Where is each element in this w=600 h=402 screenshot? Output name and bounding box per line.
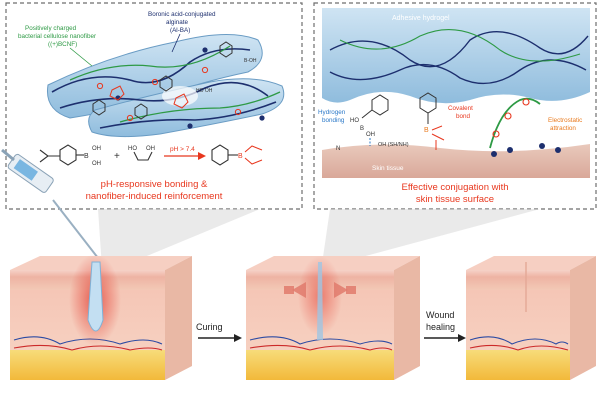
svg-text:B-OH: B-OH bbox=[244, 58, 257, 64]
curing-step: Curing bbox=[196, 322, 242, 342]
syringe-icon bbox=[1, 148, 99, 259]
right-caption-line2: skin tissue surface bbox=[416, 194, 494, 205]
label-bcnf-line1: Positively charged bbox=[25, 25, 77, 32]
label-covalent-line2: bond bbox=[456, 113, 471, 120]
label-hydrogel: Adhesive hydrogel bbox=[392, 15, 450, 22]
svg-text:HO OH: HO OH bbox=[196, 88, 213, 94]
step-curing: Curing bbox=[196, 322, 223, 332]
svg-text:N: N bbox=[336, 146, 340, 152]
svg-text:OH: OH bbox=[366, 132, 375, 138]
boronic-oh2: OH bbox=[92, 161, 101, 167]
zoom-cone-left bbox=[98, 209, 260, 268]
boronic-b: B bbox=[84, 153, 89, 160]
right-caption-line1: Effective conjugation with bbox=[401, 182, 508, 193]
label-hydrogen-line2: bonding bbox=[322, 117, 345, 124]
svg-text:B: B bbox=[360, 126, 364, 132]
svg-text:HO: HO bbox=[350, 118, 359, 124]
healing-step: Wound healing bbox=[424, 310, 466, 342]
left-caption-line2: nanofiber-induced reinforcement bbox=[86, 191, 223, 202]
plus-sign: + bbox=[114, 151, 120, 162]
skin-block-injection bbox=[10, 254, 192, 380]
compress-arrow-left-icon bbox=[292, 282, 306, 298]
label-electrostatic-line2: attraction bbox=[550, 125, 576, 132]
reaction-scheme: B OH OH + HO OH pH > 7.4 B bbox=[39, 144, 263, 167]
svg-text:B: B bbox=[238, 153, 243, 160]
right-panel: Adhesive hydrogel Skin tissue HO B OH OH… bbox=[313, 2, 597, 210]
reaction-condition: pH > 7.4 bbox=[170, 146, 195, 153]
label-alginate-line3: (Al-BA) bbox=[170, 27, 190, 34]
skin-block-curing bbox=[246, 256, 420, 380]
skin-block-healed bbox=[466, 256, 596, 380]
hydrogel-fibers: HO OH B-OH bbox=[46, 34, 285, 138]
label-covalent-line1: Covalent bbox=[448, 105, 473, 112]
compress-arrow-right-icon bbox=[334, 282, 348, 298]
left-panel: HO OH B-OH Positively charged bacterial … bbox=[5, 2, 303, 210]
skin-tissue-surface bbox=[322, 144, 590, 178]
step-wound-healing-line1: Wound bbox=[426, 310, 454, 320]
covalent-bond-group: B bbox=[419, 92, 445, 150]
diol-oh2: OH bbox=[146, 146, 155, 152]
label-alginate-line1: Boronic acid-conjugated bbox=[148, 11, 216, 18]
electrostatic-group bbox=[489, 97, 561, 157]
label-alginate-line2: alginate bbox=[166, 19, 189, 26]
svg-text:B: B bbox=[424, 127, 429, 134]
boronic-oh1: OH bbox=[92, 146, 101, 152]
step-wound-healing-line2: healing bbox=[426, 322, 455, 332]
left-caption-line1: pH-responsive bonding & bbox=[101, 179, 208, 190]
label-skin: Skin tissue bbox=[372, 165, 404, 172]
alginate-pointer bbox=[171, 33, 181, 53]
label-electrostatic-line1: Electrostatic bbox=[548, 117, 582, 124]
zoom-cone-right bbox=[322, 209, 540, 264]
label-hydrogen-line1: Hydrogen bbox=[318, 109, 346, 116]
diol-oh1: HO bbox=[128, 146, 137, 152]
hydrogen-bonding-group: HO B OH OH (SH/NH) N bbox=[336, 94, 409, 152]
bcnf-pointer bbox=[69, 47, 93, 67]
label-bcnf-line3: ((+)BCNF) bbox=[48, 41, 77, 48]
label-bcnf-line2: bacterial cellulose nanofiber bbox=[18, 33, 96, 40]
group-label: OH (SH/NH) bbox=[378, 142, 409, 148]
